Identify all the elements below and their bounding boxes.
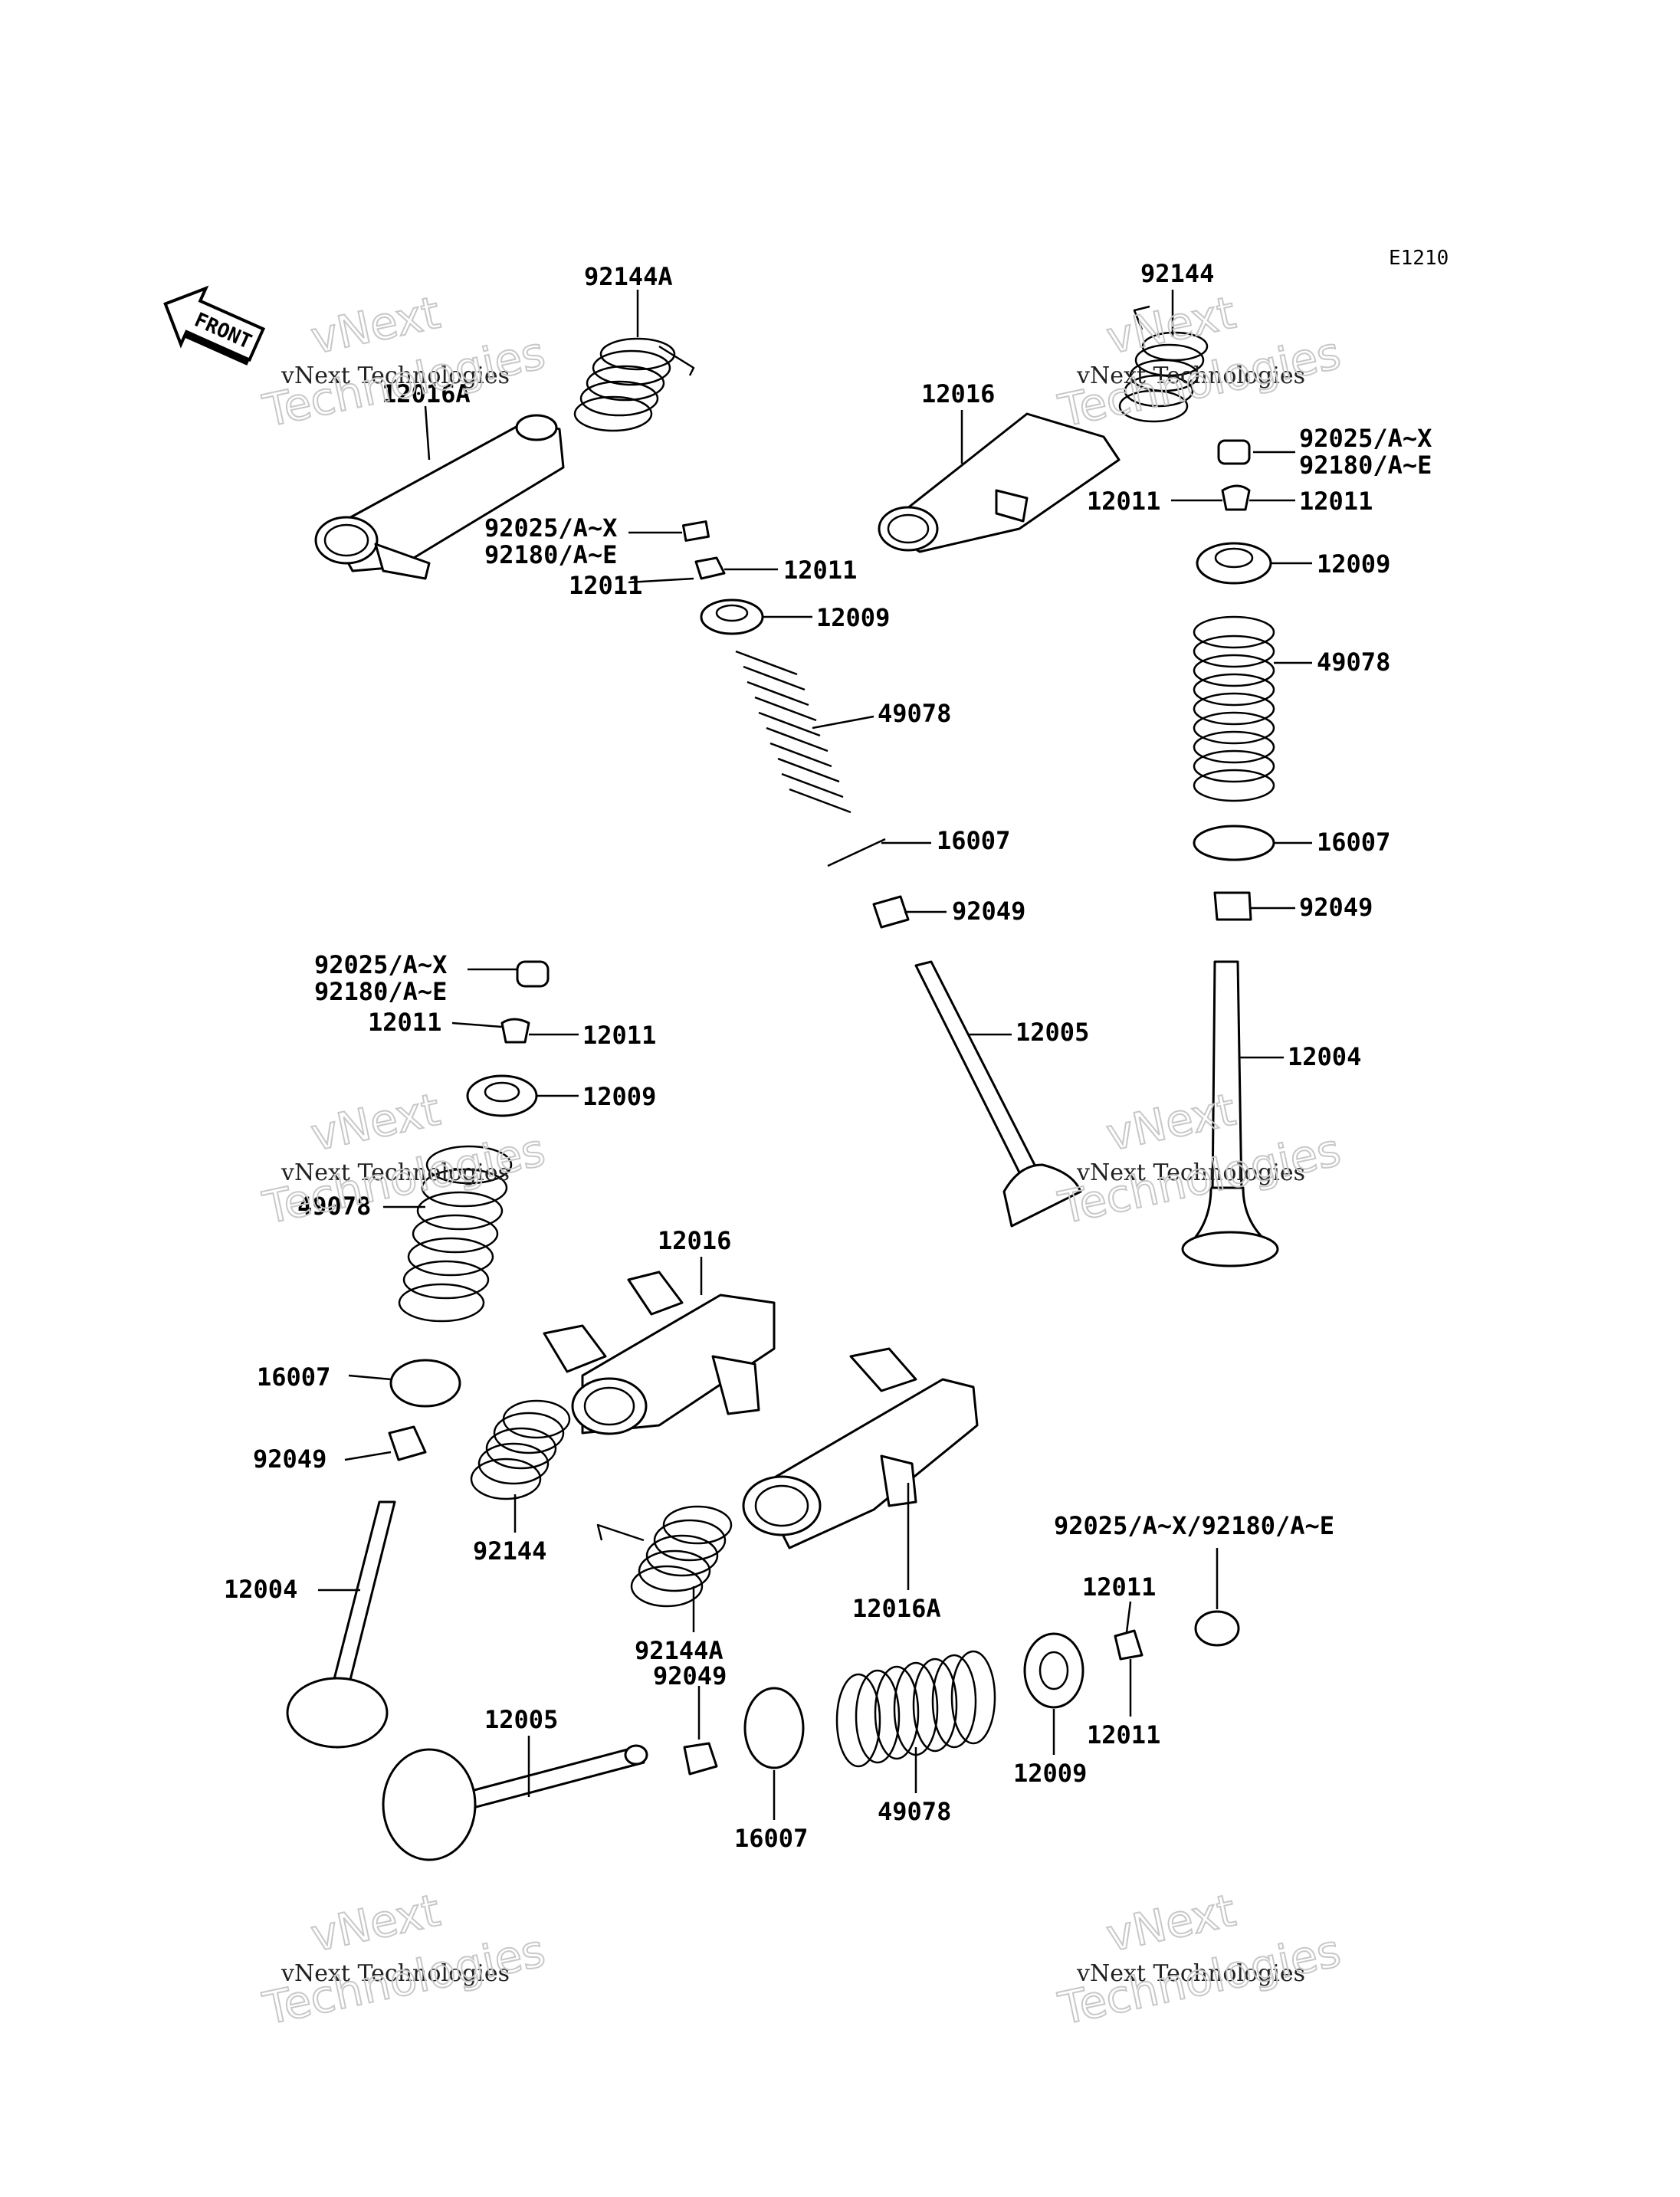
label-49078-bottom: 49078 (878, 1797, 951, 1826)
rocker-arm-top-right (878, 412, 1121, 553)
label-92049-top-right: 92049 (1299, 893, 1373, 922)
torsion-spring-top-left (573, 337, 695, 432)
front-arrow-icon: FRONT (163, 285, 266, 366)
seal-top-right (1213, 891, 1252, 921)
cotter-top-left (681, 520, 710, 542)
label-16007-top-left: 16007 (937, 826, 1010, 855)
label-12005-bottom: 12005 (484, 1705, 558, 1734)
valve-intake-top (1181, 960, 1279, 1267)
label-92144-middle: 92144 (473, 1536, 546, 1566)
label-12009-bottom: 12009 (1013, 1759, 1087, 1788)
cotter-mid-left (516, 960, 550, 988)
shim-bottom (743, 1687, 805, 1769)
label-12004-bottom: 12004 (224, 1575, 297, 1604)
label-12011a-bottom: 12011 (1082, 1572, 1156, 1602)
seal-mid-left (388, 1425, 427, 1461)
label-92049-mid-left: 92049 (253, 1444, 326, 1474)
valve-exhaust-bottom (382, 1744, 648, 1861)
watermark-mid-right: vNext vNext Technologies Technologies (1053, 1083, 1346, 1235)
rocker-arm-middle (543, 1271, 776, 1435)
label-92180-mid-left: 92180/A~E (314, 977, 447, 1006)
rocker-arm-lower (742, 1347, 979, 1549)
label-92025-top-right: 92025/A~X (1299, 424, 1432, 453)
cotter-top-right (1217, 439, 1251, 465)
shim-top-left (827, 838, 886, 867)
valve-spring-bottom (835, 1650, 996, 1768)
label-92049-top-left: 92049 (952, 897, 1025, 926)
retainer-bottom (1023, 1632, 1084, 1709)
valve-exhaust-top (914, 960, 1082, 1228)
label-12016A-lower: 12016A (852, 1594, 941, 1623)
collet-bottom (1114, 1629, 1144, 1661)
svg-text:vNext Technologies: vNext Technologies (281, 362, 510, 389)
label-16007-mid-left: 16007 (257, 1362, 330, 1392)
label-12016-top: 12016 (921, 379, 995, 408)
label-12011b-top-right: 12011 (1299, 487, 1373, 516)
cotter-bottom (1194, 1610, 1240, 1647)
svg-text:vNext Technologies: vNext Technologies (1076, 1960, 1305, 1987)
valve-intake-bottom (286, 1500, 396, 1749)
label-92144-top: 92144 (1140, 259, 1214, 288)
watermark-top-left: vNext vNext Technologies Technologies (258, 286, 550, 438)
torsion-spring-lower (596, 1505, 733, 1608)
retainer-top-left (700, 598, 764, 635)
label-16007-top-right: 16007 (1317, 828, 1390, 857)
svg-text:vNext Technologies: vNext Technologies (1076, 362, 1305, 389)
label-12011b-top-left: 12011 (783, 556, 857, 585)
valve-spring-top-right (1193, 615, 1275, 802)
retainer-mid-left (466, 1074, 538, 1117)
label-92025-top-left: 92025/A~X (484, 513, 617, 543)
label-92049-bottom: 92049 (653, 1661, 727, 1690)
label-92025-92180-bottom: 92025/A~X/92180/A~E (1054, 1511, 1334, 1540)
label-12011a-top-left: 12011 (569, 571, 642, 600)
watermark-top-right: vNext vNext Technologies Technologies (1053, 286, 1346, 438)
torsion-spring-middle (470, 1399, 571, 1500)
label-12009-mid-left: 12009 (582, 1082, 656, 1111)
svg-text:vNext Technologies: vNext Technologies (1076, 1159, 1305, 1186)
collet-mid-left (500, 1018, 530, 1044)
rocker-arm-top-left (314, 414, 565, 580)
label-12016A-top: 12016A (382, 379, 471, 408)
shim-top-right (1193, 825, 1275, 861)
torsion-spring-top-right (1118, 305, 1209, 423)
label-16007-bottom: 16007 (734, 1824, 808, 1853)
svg-text:vNext Technologies: vNext Technologies (281, 1960, 510, 1987)
part-labels: 92144A 12016A 92025/A~X 92180/A~E 12011 … (224, 259, 1432, 1853)
svg-text:vNext Technologies: vNext Technologies (281, 1159, 510, 1186)
collet-top-left (694, 556, 726, 580)
label-12016-middle: 12016 (658, 1226, 731, 1255)
label-12005-top: 12005 (1016, 1018, 1089, 1047)
label-49078-top-right: 49078 (1317, 648, 1390, 677)
watermark-bottom-right: vNext vNext Technologies Technologies (1053, 1884, 1346, 2036)
shim-mid-left (389, 1359, 461, 1408)
label-49078-mid-left: 49078 (297, 1192, 371, 1221)
label-92180-top-left: 92180/A~E (484, 540, 617, 569)
collet-top-right (1221, 484, 1251, 511)
label-49078-top-left: 49078 (878, 699, 951, 728)
valve-spring-top-left (735, 650, 851, 814)
seal-top-left (872, 895, 910, 929)
label-12004-top: 12004 (1288, 1042, 1361, 1071)
label-12011b-mid-left: 12011 (582, 1021, 656, 1050)
seal-bottom (683, 1742, 718, 1776)
leader-lines (318, 290, 1312, 1820)
diagram-code: E1210 (1389, 247, 1449, 270)
label-12009-top-left: 12009 (816, 603, 890, 632)
label-92144A-lower: 92144A (635, 1636, 724, 1665)
label-12011a-top-right: 12011 (1087, 487, 1160, 516)
label-12009-top-right: 12009 (1317, 549, 1390, 579)
label-92025-mid-left: 92025/A~X (314, 950, 447, 979)
label-12011b-bottom: 12011 (1087, 1720, 1160, 1749)
watermark-bottom-left: vNext vNext Technologies Technologies (258, 1884, 550, 2036)
label-92180-top-right: 92180/A~E (1299, 451, 1432, 480)
label-92144A-top: 92144A (584, 262, 673, 291)
retainer-top-right (1196, 542, 1272, 585)
label-12011a-mid-left: 12011 (368, 1008, 441, 1037)
valve-spring-mid-left (398, 1145, 513, 1323)
